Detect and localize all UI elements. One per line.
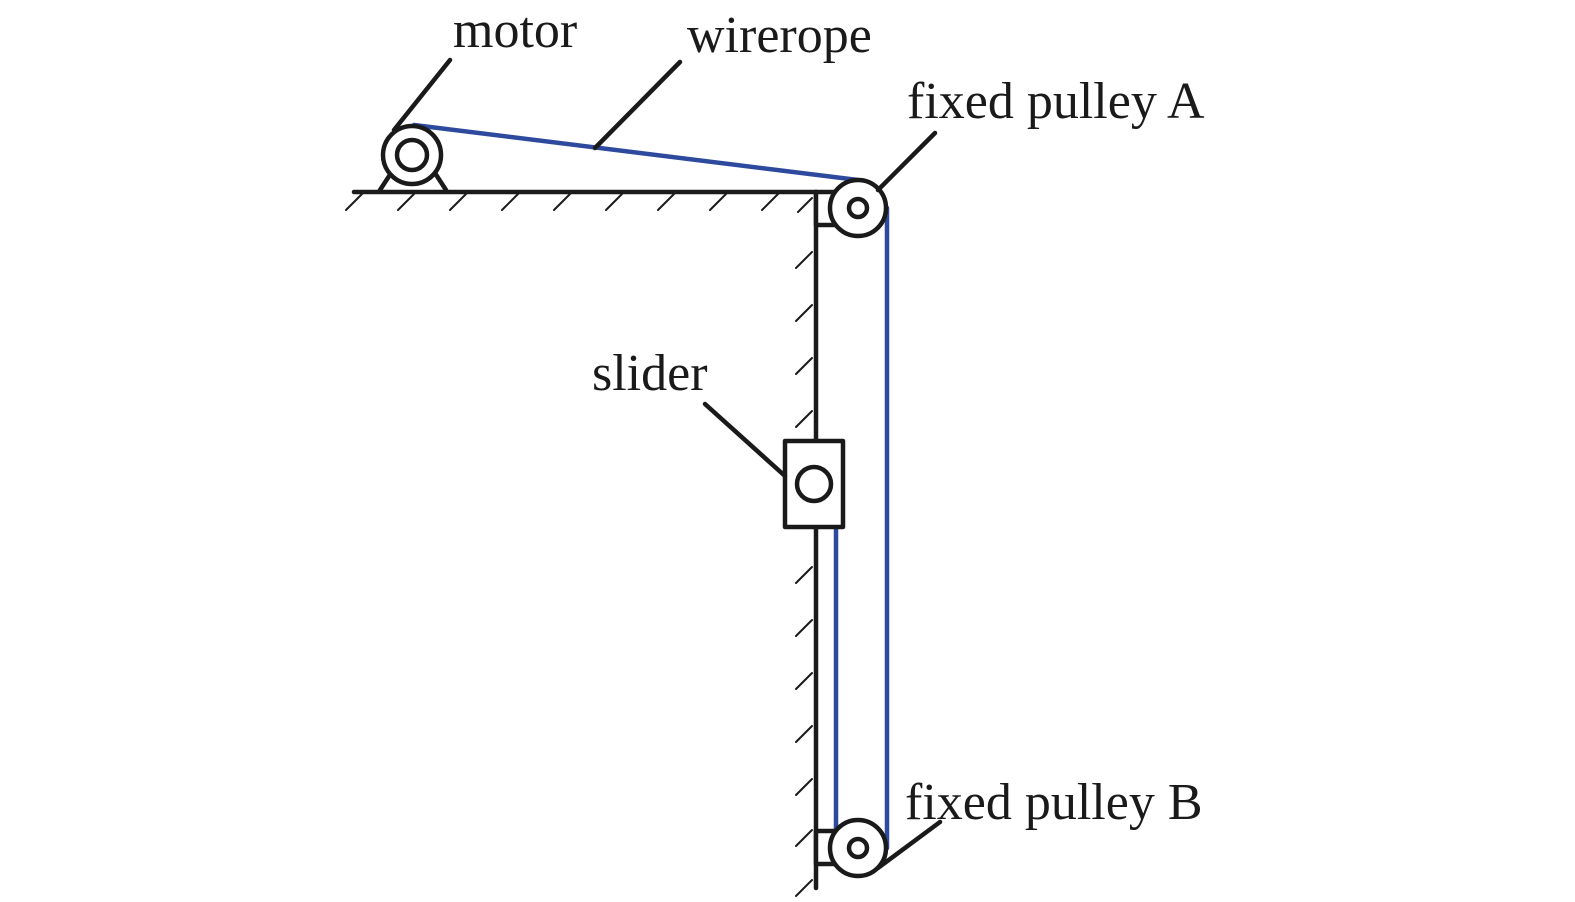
wire-rope [411, 122, 890, 851]
slider-leader [702, 401, 788, 479]
motor [377, 123, 449, 193]
motor-label: motor [453, 2, 577, 59]
wirerope-label: wirerope [687, 7, 872, 64]
slider-label: slider [592, 345, 708, 402]
wall-hatching [795, 251, 813, 897]
top-ground-hatching [345, 193, 813, 213]
pulley-a-label: fixed pulley A [907, 73, 1205, 130]
pulley-b-leader [875, 819, 943, 871]
fixed-pulley-a [813, 177, 889, 239]
pulley-a-leader [875, 130, 938, 193]
slider [782, 438, 846, 530]
leader-lines [391, 57, 943, 871]
fixed-pulley-b [813, 817, 889, 879]
pulley-b-label: fixed pulley B [905, 774, 1203, 831]
motor-leader [391, 57, 453, 133]
wirerope-leader [592, 59, 683, 151]
